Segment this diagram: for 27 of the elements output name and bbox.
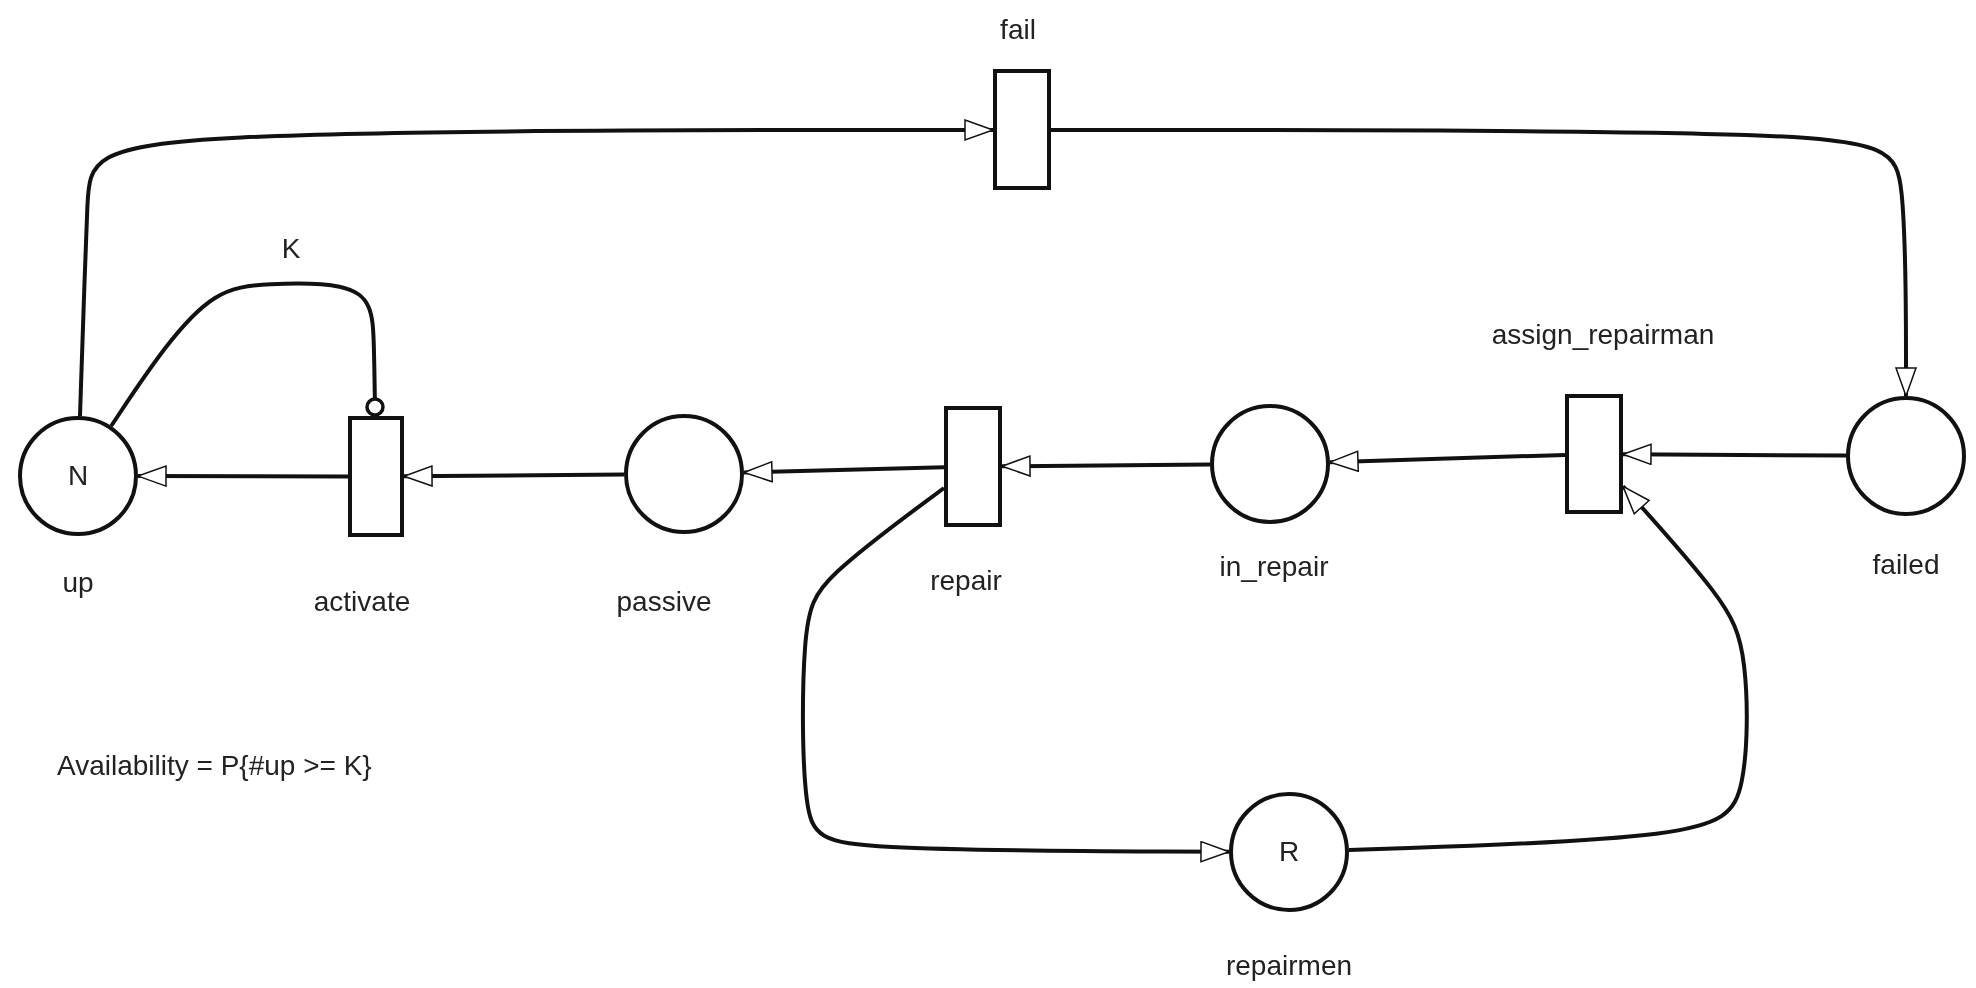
arc-arrow bbox=[743, 460, 945, 483]
place-label: up bbox=[62, 567, 94, 599]
formula-note: Availability = P{#up >= K} bbox=[57, 750, 372, 782]
edge-label: K bbox=[281, 233, 301, 265]
transition-bar bbox=[1565, 394, 1623, 514]
transition-label: assign_repairman bbox=[1491, 319, 1715, 351]
place-label: in_repair bbox=[1219, 551, 1329, 583]
arc-arrow bbox=[403, 465, 624, 487]
arc-arrow bbox=[1329, 450, 1566, 473]
arc-arrow bbox=[1001, 455, 1210, 477]
transition-bar bbox=[993, 69, 1051, 190]
token-count: N bbox=[67, 460, 89, 492]
arc-arrow bbox=[1622, 443, 1846, 466]
place-label: failed bbox=[1872, 549, 1940, 581]
place-label: repairmen bbox=[1225, 950, 1353, 982]
place-label: passive bbox=[616, 586, 712, 618]
transition-label: fail bbox=[1000, 14, 1036, 46]
arc-arrow bbox=[1348, 485, 1749, 852]
transition-bar bbox=[348, 416, 404, 537]
transition-bar bbox=[944, 406, 1002, 527]
transition-label: activate bbox=[313, 586, 411, 618]
transition-label: repair bbox=[930, 565, 1002, 597]
inhibitor-arc bbox=[109, 281, 385, 428]
arc-arrow bbox=[800, 486, 1230, 863]
arc-arrow bbox=[78, 119, 995, 417]
token-count: R bbox=[1278, 836, 1300, 868]
arc-arrow bbox=[137, 465, 348, 487]
